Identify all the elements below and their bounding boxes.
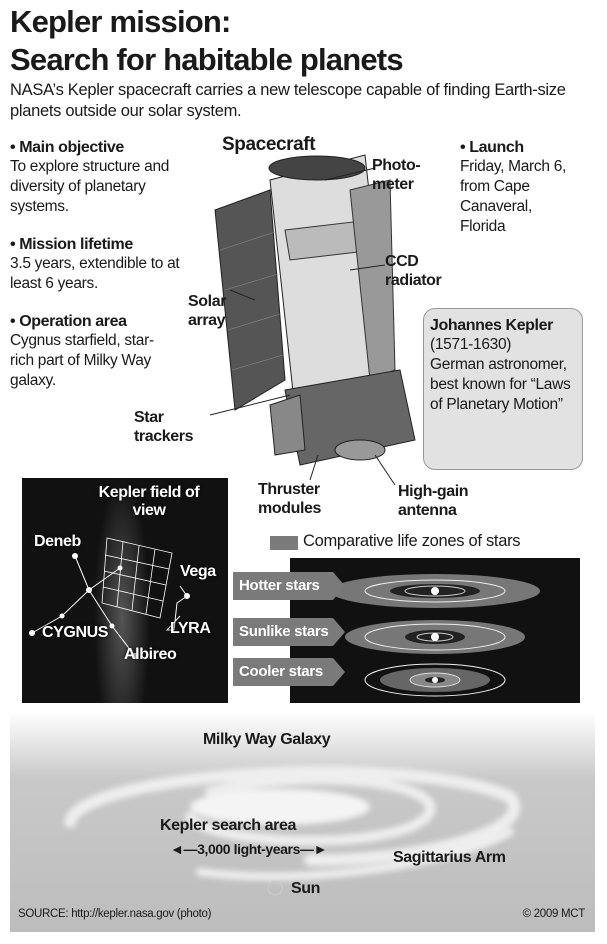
label-ccd-radiator: CCD radiator: [385, 253, 442, 289]
fact-label: • Main objective: [10, 139, 124, 156]
label-thruster-modules: Thruster modules: [258, 481, 321, 517]
launch-info: • Launch Friday, March 6, from Cape Cana…: [460, 138, 575, 237]
source-credit: SOURCE: http://kepler.nasa.gov (photo): [18, 908, 212, 920]
kepler-name: Johannes Kepler: [430, 317, 553, 334]
constellation-lines: [29, 537, 190, 659]
label-sun: Sun: [291, 880, 321, 897]
antenna-leader: [374, 454, 396, 486]
galaxy-spiral: [64, 765, 521, 896]
label-high-gain-antenna: High-gain antenna: [398, 483, 469, 519]
label-vega: Vega: [180, 563, 216, 580]
solar-array-grid: [219, 231, 284, 371]
tag-cooler-stars: Cooler stars: [233, 658, 345, 686]
label-solar-array: Solar array: [188, 293, 227, 329]
hotter-star-zones: [330, 574, 540, 608]
label-kepler-field: Kepler field of view: [98, 484, 200, 519]
arrow-left-icon: ◄—: [170, 841, 198, 857]
legend-swatch: [270, 536, 298, 550]
high-gain-antenna: [334, 439, 386, 461]
starfield-map: Kepler field of view Deneb Vega CYGNUS L…: [22, 478, 228, 703]
title-line-2: Search for habitable planets: [10, 42, 404, 77]
tag-hotter-stars: Hotter stars: [233, 572, 345, 600]
distance-indicator: ◄—3,000 light-years—►: [170, 840, 327, 859]
label-lyra: LYRA: [170, 620, 211, 637]
fact-text: To explore structure and diversity of pl…: [10, 158, 170, 215]
label-kepler-search-area: Kepler search area: [160, 817, 297, 834]
label-cygnus: CYGNUS: [42, 624, 109, 641]
cooler-star-zones: [364, 663, 506, 697]
life-zones-legend: Comparative life zones of stars: [303, 532, 521, 550]
ccd-leader: [349, 264, 386, 271]
fact-operation-area: • Operation area Cygnus starfield, star-…: [10, 312, 175, 391]
solar-leader: [229, 289, 256, 301]
star-tracker-leader: [209, 394, 291, 416]
label-milky-way: Milky Way Galaxy: [203, 731, 331, 748]
kepler-description: German astronomer, best known for “Laws …: [430, 356, 571, 413]
fact-label: • Operation area: [10, 313, 127, 330]
fact-label: • Mission lifetime: [10, 236, 133, 253]
label-distance: 3,000 light-years: [197, 841, 300, 857]
life-zone-rings: [330, 574, 540, 697]
solar-array: [214, 189, 286, 411]
arrow-right-icon: —►: [300, 841, 328, 857]
label-sagittarius-arm: Sagittarius Arm: [393, 849, 506, 866]
sun-marker: [267, 880, 283, 896]
label-star-trackers: Star trackers: [134, 409, 194, 445]
photometer-aperture: [268, 155, 366, 181]
label-albireo: Albireo: [124, 646, 177, 663]
launch-text: Friday, March 6, from Cape Canaveral, Fl…: [460, 158, 567, 235]
fact-mission-lifetime: • Mission lifetime 3.5 years, extendible…: [10, 235, 180, 294]
thruster-leader: [309, 454, 319, 481]
kepler-years: (1571-1630): [430, 336, 512, 353]
sunlike-star-zones: [345, 620, 525, 654]
fact-text: 3.5 years, extendible to at least 6 year…: [10, 255, 180, 292]
fact-main-objective: • Main objective To explore structure an…: [10, 138, 185, 217]
kepler-field-grid: [101, 537, 173, 619]
label-photometer: Photo-meter: [372, 157, 421, 193]
photometer-leader: [324, 167, 376, 181]
subtitle: NASA’s Kepler spacecraft carries a new t…: [10, 81, 566, 120]
copyright: © 2009 MCT: [522, 908, 586, 920]
kepler-bio-box: Johannes Kepler (1571-1630) German astro…: [423, 308, 583, 470]
tag-sunlike-stars: Sunlike stars: [233, 618, 345, 646]
title-line-1: Kepler mission:: [10, 4, 231, 39]
label-deneb: Deneb: [34, 533, 81, 550]
spacecraft-illustration: [209, 154, 416, 486]
fact-text: Cygnus starfield, star-rich part of Milk…: [10, 332, 154, 389]
galaxy-panel: Milky Way Galaxy Kepler search area ◄—3,…: [10, 712, 595, 932]
star-trackers: [269, 394, 306, 456]
launch-label: • Launch: [460, 139, 524, 156]
spacecraft-heading: Spacecraft: [222, 134, 316, 155]
ccd-radiator: [349, 179, 396, 381]
